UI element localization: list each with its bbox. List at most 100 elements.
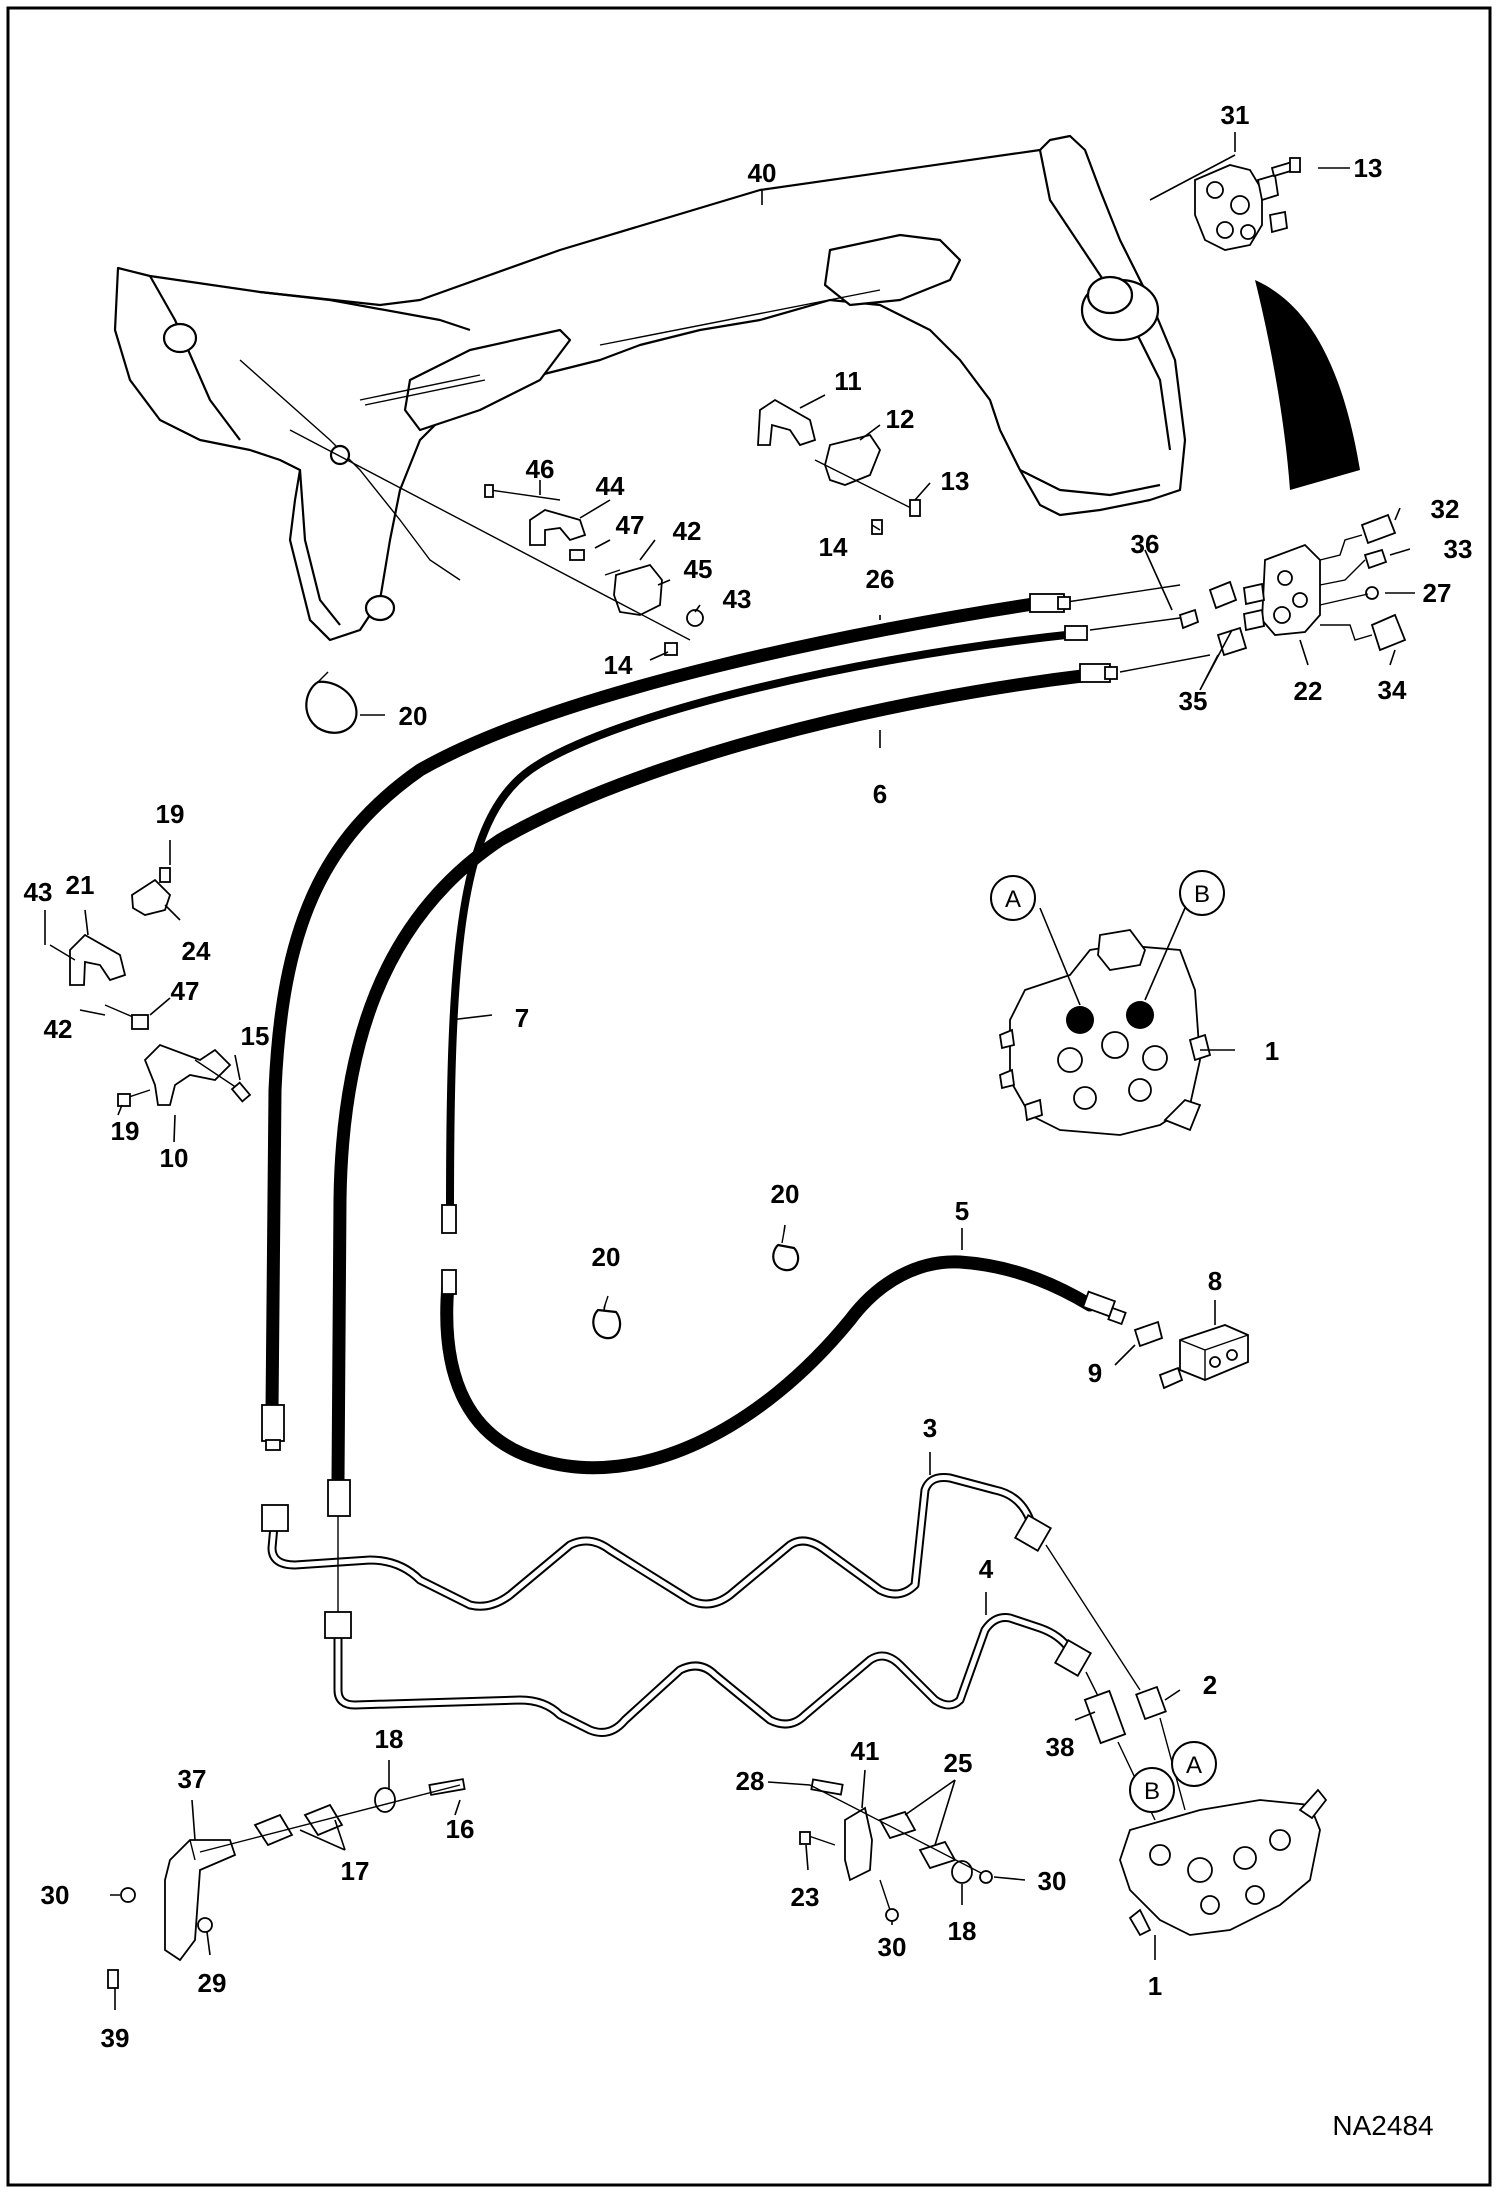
callout-5: 5 [955,1196,969,1226]
callout-22: 22 [1294,676,1323,706]
callout-17: 17 [341,1856,370,1886]
callout-1: 1 [1148,1971,1162,2001]
bolt-28 [810,1778,844,1796]
tube-connection-lines [337,1516,1141,1701]
callout-29: 29 [198,1968,227,1998]
fitting-36 [1178,608,1200,630]
callout-47: 47 [171,976,200,1006]
shaded-wedge [1255,280,1360,490]
callout-42: 42 [673,516,702,546]
callout-11: 11 [834,366,862,396]
control-valve-bottom [1119,1788,1328,1937]
bolt-23 [799,1831,811,1845]
fitting-centerlines [1059,534,1373,673]
hose-7 [446,630,1079,1214]
callout-12: 12 [886,404,915,434]
port-b-label: B [1194,881,1210,908]
callout-20: 20 [592,1242,621,1272]
clip-24 [131,878,172,916]
callout-45: 45 [684,554,713,584]
valve-block-31 [1194,164,1288,251]
callout-30: 30 [41,1880,70,1910]
callout-8: 8 [1208,1266,1222,1296]
bracket-44-45 [289,429,704,656]
bolt-39 [107,1969,119,1989]
callout-43: 43 [723,584,752,614]
port-a-label: A [1186,1752,1202,1779]
clamp-20-mid-right [772,1231,800,1272]
hose-end-7-top [1064,625,1088,641]
callout-25: 25 [944,1748,973,1778]
nut-30-mid [885,1908,899,1922]
fitting-block-22 [1243,543,1321,636]
callout-4: 4 [979,1554,994,1584]
clamp-17 [253,1803,344,1847]
callout-3: 3 [923,1413,937,1443]
bracket-10 [143,1043,232,1106]
callout-10: 10 [160,1143,189,1173]
callout-33: 33 [1444,534,1473,564]
tee-block-8 [1158,1324,1249,1390]
washer-18-left [374,1787,396,1813]
callout-27: 27 [1423,578,1452,608]
control-valve-inset [999,929,1212,1136]
callout-31: 31 [1221,100,1250,130]
callout-23: 23 [791,1882,820,1912]
hose-6 [331,668,1097,1487]
callout-26: 26 [866,564,895,594]
callout-21: 21 [66,870,95,900]
callout-44: 44 [596,471,625,501]
callout-18: 18 [948,1916,977,1946]
left-bracket-centerline [49,944,241,1101]
port-b-inset: B [1179,870,1225,916]
callout-2: 2 [1203,1670,1217,1700]
callout-30: 30 [1038,1866,1067,1896]
callout-19: 19 [111,1116,140,1146]
callout-47: 47 [616,510,645,540]
clamp-20-mid-left [592,1295,622,1340]
bracket-41-centerline [799,1784,986,1911]
hose-5 [440,1255,1097,1475]
spacer-47-left [131,1014,149,1030]
hose-end-6-bottom [327,1479,351,1517]
nut-30-left [120,1887,136,1903]
bracket-37 [164,1839,237,1962]
callout-24: 24 [182,936,211,966]
callout-19: 19 [156,799,185,829]
nut-30-right [979,1870,993,1884]
hose-end-6 [1079,663,1118,683]
tube-3 [261,1473,1052,1611]
tube-4 [324,1611,1092,1737]
nut-29 [197,1917,213,1933]
callout-32: 32 [1431,494,1460,524]
callout-13: 13 [941,466,970,496]
fitting-35-a [1208,580,1238,610]
fitting-2 [1135,1685,1167,1721]
clamp-25 [878,1810,957,1870]
drawing-border [6,6,1492,2187]
callout-43: 43 [24,877,53,907]
drawing-reference: NA2484 [1332,2110,1433,2141]
callout-38: 38 [1046,1732,1075,1762]
bracket-41 [844,1806,873,1882]
fitting-27 [1365,586,1379,600]
callout-7: 7 [515,1003,529,1033]
port-a-label: A [1005,886,1021,913]
fitting-34 [1370,613,1407,652]
callout-42: 42 [44,1014,73,1044]
clamp-20-top [305,671,358,734]
callout-34: 34 [1378,675,1407,705]
fitting-9 [1133,1320,1164,1348]
callout-20: 20 [399,701,428,731]
hose-end-7-bottom [441,1204,457,1295]
callout-36: 36 [1131,529,1160,559]
callout-28: 28 [736,1766,765,1796]
callout-13: 13 [1354,153,1383,183]
hose-end-5 [1081,1290,1127,1326]
callout-46: 46 [526,454,555,484]
callout-37: 37 [178,1764,207,1794]
callout-20: 20 [771,1179,800,1209]
bracket-11 [757,398,817,447]
leader-lines [44,132,1415,2010]
